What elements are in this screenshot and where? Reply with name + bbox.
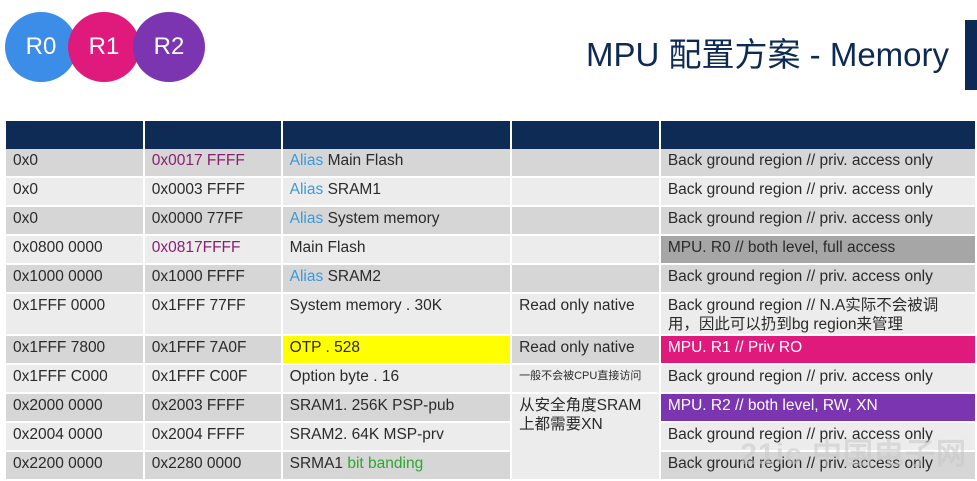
table-row: 0x2004 0000 0x2004 FFFF SRAM2. 64K MSP-p… bbox=[6, 422, 977, 452]
memory-name-value: Main Flash bbox=[327, 152, 404, 169]
alias-label: Alias bbox=[289, 181, 324, 198]
note bbox=[511, 264, 661, 294]
watermark-logo: 21ic 中国电子网 bbox=[740, 438, 967, 471]
table-row: 0x1FFF 7800 0x1FFF 7A0F OTP . 528 Read o… bbox=[6, 335, 977, 365]
title-accent-bar bbox=[965, 20, 977, 90]
mpu-config: Back ground region // N.A实际不会被调用，因此可以扔到b… bbox=[659, 293, 977, 336]
header-start-address bbox=[6, 121, 145, 149]
start-address: 0x0 bbox=[6, 206, 145, 236]
table-row: 0x2000 0000 0x2003 FFFF SRAM1. 256K PSP-… bbox=[6, 393, 977, 481]
table-row: 0x1FFF 0000 0x1FFF 77FF System memory . … bbox=[6, 293, 977, 336]
start-address: 0x1FFF C000 bbox=[6, 364, 145, 394]
memory-name: SRMA1 bit banding bbox=[281, 451, 513, 481]
table-row: 0x0 0x0000 77FF Alias System memory Back… bbox=[6, 206, 977, 236]
start-address: 0x1FFF 7800 bbox=[6, 335, 145, 365]
end-address: 0x2003 FFFF bbox=[143, 393, 283, 423]
start-address: 0x0800 0000 bbox=[6, 235, 145, 265]
header-mpu-config bbox=[659, 121, 977, 149]
table-row: 0x1FFF C000 0x1FFF C00F Option byte . 16… bbox=[6, 364, 977, 394]
end-address: 0x2004 FFFF bbox=[143, 422, 283, 452]
memory-name: Alias Main Flash bbox=[281, 149, 513, 178]
page-title: MPU 配置方案 - Memory bbox=[586, 36, 949, 73]
memory-name-value: System memory bbox=[327, 210, 440, 227]
end-address: 0x0003 FFFF bbox=[143, 177, 283, 207]
note: Read only native bbox=[511, 335, 661, 365]
memory-name-value: SRAM1 bbox=[327, 181, 381, 198]
memory-name: Main Flash bbox=[281, 235, 513, 265]
note bbox=[511, 206, 661, 236]
end-address: 0x1FFF 7A0F bbox=[143, 335, 283, 365]
mpu-config: Back ground region // priv. access only bbox=[659, 206, 977, 236]
mpu-config: Back ground region // priv. access only bbox=[659, 422, 977, 452]
mpu-config: Back ground region // priv. access only bbox=[659, 451, 977, 481]
end-address: 0x0017 FFFF bbox=[143, 149, 283, 178]
mpu-config: Back ground region // priv. access only bbox=[659, 149, 977, 178]
table-row: 0x0 0x0003 FFFF Alias SRAM1 Back ground … bbox=[6, 177, 977, 207]
region-legend: R0 R1 R2 bbox=[5, 12, 215, 82]
memory-name: SRAM2. 64K MSP-prv bbox=[281, 422, 513, 452]
end-address: 0x0000 77FF bbox=[143, 206, 283, 236]
bit-banding-label: bit banding bbox=[347, 455, 424, 472]
end-address: 0x1FFF C00F bbox=[143, 364, 283, 394]
alias-label: Alias bbox=[289, 210, 324, 227]
header-memory-name bbox=[281, 121, 513, 149]
end-address-value: 0x0017 FFFF bbox=[151, 152, 245, 169]
end-address: 0x2280 0000 bbox=[143, 451, 283, 481]
table-row: 0x0 0x0017 FFFF Alias Main Flash Back gr… bbox=[6, 149, 977, 178]
memory-name-otp: OTP . 528 bbox=[281, 335, 513, 365]
memory-name-value: SRAM2 bbox=[327, 268, 381, 285]
end-address: 0x0817FFFF bbox=[143, 235, 283, 265]
memory-name: Alias SRAM1 bbox=[281, 177, 513, 207]
note: 一般不会被CPU直接访问 bbox=[511, 364, 661, 394]
memory-map-table: 0x0 0x0017 FFFF Alias Main Flash Back gr… bbox=[6, 121, 977, 481]
table-header-row bbox=[6, 121, 977, 149]
alias-label: Alias bbox=[289, 268, 324, 285]
mpu-config-r1: MPU. R1 // Priv RO bbox=[659, 335, 977, 365]
memory-name: Alias SRAM2 bbox=[281, 264, 513, 294]
table-row: 0x1000 0000 0x1000 FFFF Alias SRAM2 Back… bbox=[6, 264, 977, 294]
alias-label: Alias bbox=[289, 152, 324, 169]
header-end-address bbox=[143, 121, 283, 149]
memory-name: SRAM1. 256K PSP-pub bbox=[281, 393, 513, 423]
table-row: 0x2200 0000 0x2280 0000 SRMA1 bit bandin… bbox=[6, 451, 977, 481]
mpu-config-r2: MPU. R2 // both level, RW, XN bbox=[659, 393, 977, 423]
start-address: 0x2004 0000 bbox=[6, 422, 145, 452]
start-address: 0x1FFF 0000 bbox=[6, 293, 145, 336]
note bbox=[511, 149, 661, 178]
memory-name: Option byte . 16 bbox=[281, 364, 513, 394]
note-sram: 从安全角度SRAM上都需要XN bbox=[511, 393, 661, 481]
start-address: 0x2200 0000 bbox=[6, 451, 145, 481]
memory-name-value: SRMA1 bbox=[289, 455, 344, 472]
mpu-config: Back ground region // priv. access only bbox=[659, 264, 977, 294]
end-address: 0x1000 FFFF bbox=[143, 264, 283, 294]
note bbox=[511, 177, 661, 207]
note: Read only native bbox=[511, 293, 661, 336]
region-r2-badge: R2 bbox=[133, 12, 205, 82]
start-address: 0x0 bbox=[6, 177, 145, 207]
region-r1-badge: R1 bbox=[68, 12, 140, 82]
start-address: 0x2000 0000 bbox=[6, 393, 145, 423]
start-address: 0x1000 0000 bbox=[6, 264, 145, 294]
end-address: 0x1FFF 77FF bbox=[143, 293, 283, 336]
mpu-config: Back ground region // priv. access only bbox=[659, 364, 977, 394]
note bbox=[511, 235, 661, 265]
table-row: 0x0800 0000 0x0817FFFF Main Flash MPU. R… bbox=[6, 235, 977, 265]
header-note bbox=[511, 121, 661, 149]
memory-name: System memory . 30K bbox=[281, 293, 513, 336]
start-address: 0x0 bbox=[6, 149, 145, 178]
memory-name: Alias System memory bbox=[281, 206, 513, 236]
region-r0-badge: R0 bbox=[5, 12, 77, 82]
mpu-config-r0: MPU. R0 // both level, full access bbox=[659, 235, 977, 265]
mpu-config: Back ground region // priv. access only bbox=[659, 177, 977, 207]
end-address-value: 0x0817FFFF bbox=[151, 239, 241, 256]
